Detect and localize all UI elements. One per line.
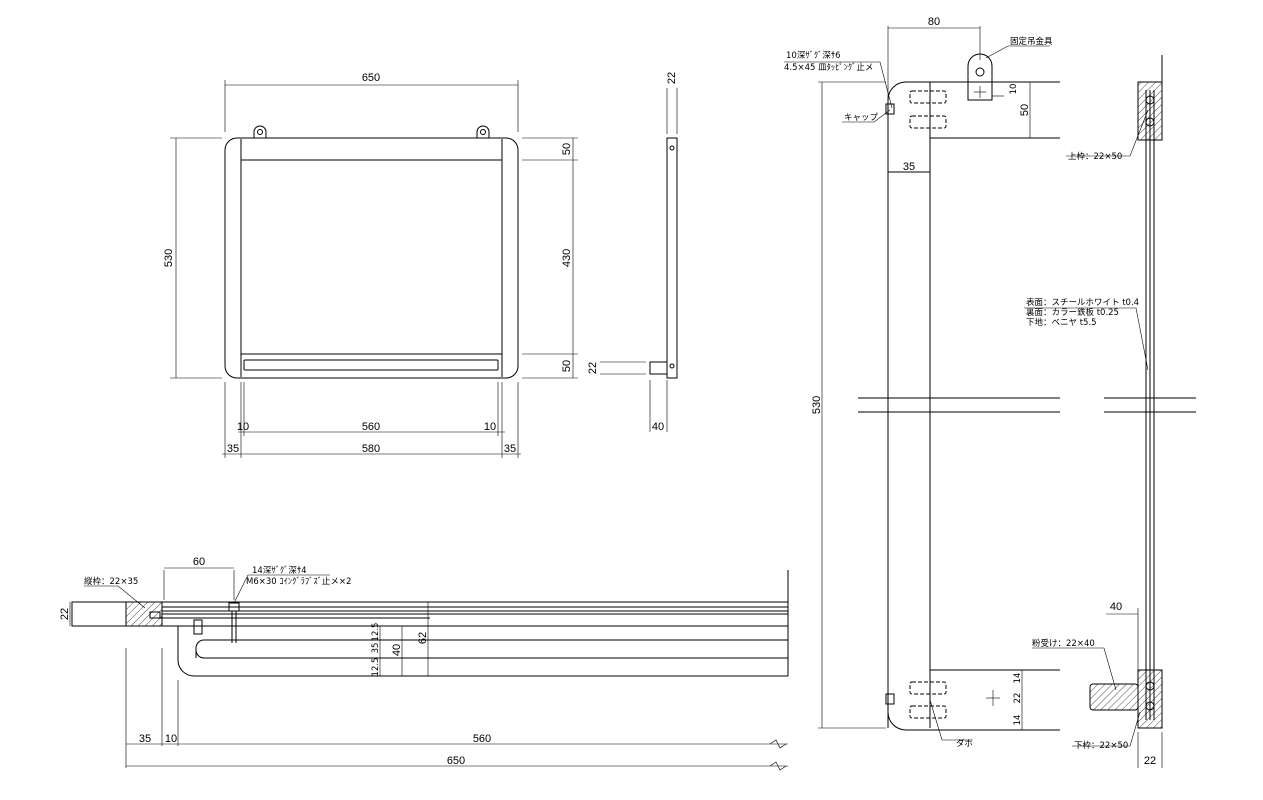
sec-note-1: 10深ｻﾞｸﾞ深ｻ6: [786, 51, 840, 61]
dim-sec-22: 22: [1013, 693, 1023, 704]
tray-label: 粉受け：22×40: [1032, 638, 1095, 649]
dim-plan-62: 62: [417, 632, 429, 644]
dim-top-rail: 50: [561, 143, 573, 155]
dim-inner: 430: [561, 249, 573, 267]
screw-note-2: M6×30 ｺｲﾝｸﾞﾗﾌﾞｽﾞ止メ×2: [246, 576, 351, 587]
dim-edge-right: 10: [484, 421, 496, 433]
dim-sec-40: 40: [1110, 601, 1122, 613]
dim-plan-35a: 35: [371, 643, 381, 654]
hanging-bracket: [967, 53, 993, 101]
dim-stile-right: 35: [504, 443, 516, 455]
surface-note-1: 表面：スチールホワイト t0.4: [1026, 297, 1139, 308]
board-outline: [224, 137, 519, 379]
bracket-label: 固定吊金具: [1010, 36, 1053, 47]
dim-plan-35: 35: [139, 733, 151, 745]
dim-plan-40: 40: [391, 644, 403, 656]
dim-stile-left: 35: [227, 443, 239, 455]
dim-side-thickness: 22: [666, 72, 678, 84]
bottom-rail-label: 下枠：22×50: [1074, 740, 1128, 751]
dim-sec-35: 35: [903, 161, 915, 173]
detail-section: 10 80 固定吊金具 10深ｻﾞｸﾞ深ｻ6 4.5×45 皿ﾀｯﾋﾟﾝｸﾞ止メ…: [784, 16, 1196, 768]
surface-note-2: 裏面：カラー鉄板 t0.25: [1026, 307, 1119, 318]
dim-plan-60: 60: [193, 556, 205, 568]
dim-plan-10: 10: [165, 733, 177, 745]
surface-note-3: 下地：ベニヤ t5.5: [1026, 317, 1097, 328]
tray-section: [1089, 683, 1139, 711]
chalk-tray: [243, 359, 499, 371]
side-profile: [666, 137, 678, 379]
dim-mid: 580: [362, 443, 380, 455]
dim-height: 530: [163, 249, 175, 267]
dim-plan-125b: 12.5: [371, 623, 381, 642]
top-rail-label: 上枠：22×50: [1068, 151, 1122, 162]
stile-section: [125, 601, 163, 627]
stile-label: 縦枠：22×35: [84, 576, 138, 587]
dim-sec-50: 50: [1019, 104, 1031, 116]
dim-sec-14b: 14: [1013, 715, 1023, 726]
cap-label: キャップ: [844, 113, 879, 123]
dim-sec-22b: 22: [1144, 755, 1156, 767]
plan-section: 22 60 14深ｻﾞｸﾞ深ｻ4 M6×30 ｺｲﾝｸﾞﾗﾌﾞｽﾞ止メ×2 縦枠…: [59, 556, 789, 771]
sec-note-2: 4.5×45 皿ﾀｯﾋﾟﾝｸﾞ止メ: [784, 62, 873, 73]
dim-sec-80: 80: [928, 16, 940, 28]
dim-side-rail: 22: [587, 362, 599, 374]
dim-edge-left: 10: [237, 421, 249, 433]
side-view: 22 22 40: [587, 72, 678, 433]
dim-plan-125: 12.5: [371, 658, 381, 677]
dim-bottom-rail: 50: [561, 360, 573, 372]
screw-note-1: 14深ｻﾞｸﾞ深ｻ4: [252, 566, 306, 576]
hanger-right: [476, 125, 490, 138]
dim-plan-22: 22: [59, 608, 71, 620]
dim-sec-530: 530: [811, 396, 823, 414]
dim-span: 560: [362, 421, 380, 433]
dim-side-depth: 40: [652, 421, 664, 433]
dowel-label: ダボ: [956, 738, 974, 749]
dim-plan-650: 650: [447, 755, 465, 767]
dim-sec-14a: 14: [1013, 673, 1023, 684]
front-view: 650 530 50 430 50 10 560 10 35 580 35: [163, 72, 578, 458]
dim-plan-560: 560: [473, 733, 491, 745]
stile-outline: [887, 81, 931, 728]
hanger-left: [253, 125, 267, 138]
dim-sec-10: 10: [1009, 84, 1019, 95]
dim-width: 650: [362, 72, 380, 84]
